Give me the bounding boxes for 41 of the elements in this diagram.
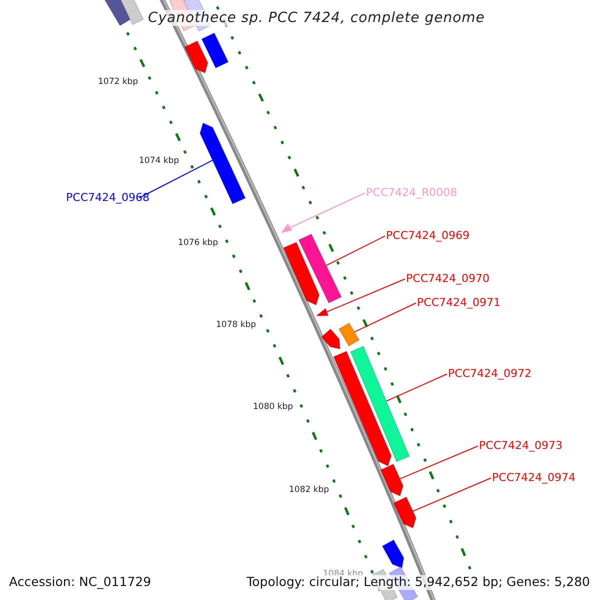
gene-feature xyxy=(392,496,417,529)
gene-label: PCC7424_0971 xyxy=(417,297,500,308)
tick-label: 1078 kbp xyxy=(216,321,256,330)
tick-label: 1076 kbp xyxy=(178,239,218,248)
gene-feature xyxy=(320,328,341,350)
gene-label: PCC7424_0968 xyxy=(66,192,150,203)
leader-line xyxy=(290,192,366,228)
gene-feature xyxy=(201,32,229,69)
gene-feature xyxy=(382,539,404,569)
tick-label: 1074 kbp xyxy=(139,157,180,166)
gene-label: PCC7424_0970 xyxy=(406,273,490,284)
gene-feature xyxy=(184,40,208,74)
gene-marker xyxy=(316,308,328,316)
leader-line xyxy=(386,374,448,402)
gene-label: PCC7424_0973 xyxy=(479,440,562,451)
leader-line xyxy=(399,446,478,480)
gene-feature xyxy=(298,233,342,304)
gene-feature xyxy=(118,0,144,26)
leader-line xyxy=(326,236,386,266)
gene-feature xyxy=(380,463,404,497)
leader-line xyxy=(412,478,492,512)
tick-label: 1072 kbp xyxy=(98,78,138,86)
gene-feature xyxy=(282,242,320,306)
gene-feature xyxy=(199,122,246,205)
leader-line xyxy=(138,160,213,198)
gene-label: PCC7424_0972 xyxy=(448,368,532,379)
gene-feature xyxy=(338,322,360,347)
tick-label: 1080 kbp xyxy=(253,403,294,412)
leader-line xyxy=(326,278,406,312)
leader-line xyxy=(354,302,416,332)
gene-feature xyxy=(103,0,133,26)
gene-label: PCC7424_R0008 xyxy=(366,187,458,198)
genome-info-text: Topology: circular; Length: 5,942,652 bp; Genes: 5,280 xyxy=(246,575,590,590)
gene-feature xyxy=(332,350,392,467)
gene-feature xyxy=(350,346,410,462)
gene-label: PCC7424_0974 xyxy=(492,472,576,483)
tick-label: 1082 kbp xyxy=(289,486,330,494)
accession-text: Accession: NC_011729 xyxy=(9,575,152,590)
title: Cyanothece sp. PCC 7424, complete genome xyxy=(146,10,487,26)
gene-marker xyxy=(281,224,292,233)
gene-label: PCC7424_0969 xyxy=(386,230,470,241)
